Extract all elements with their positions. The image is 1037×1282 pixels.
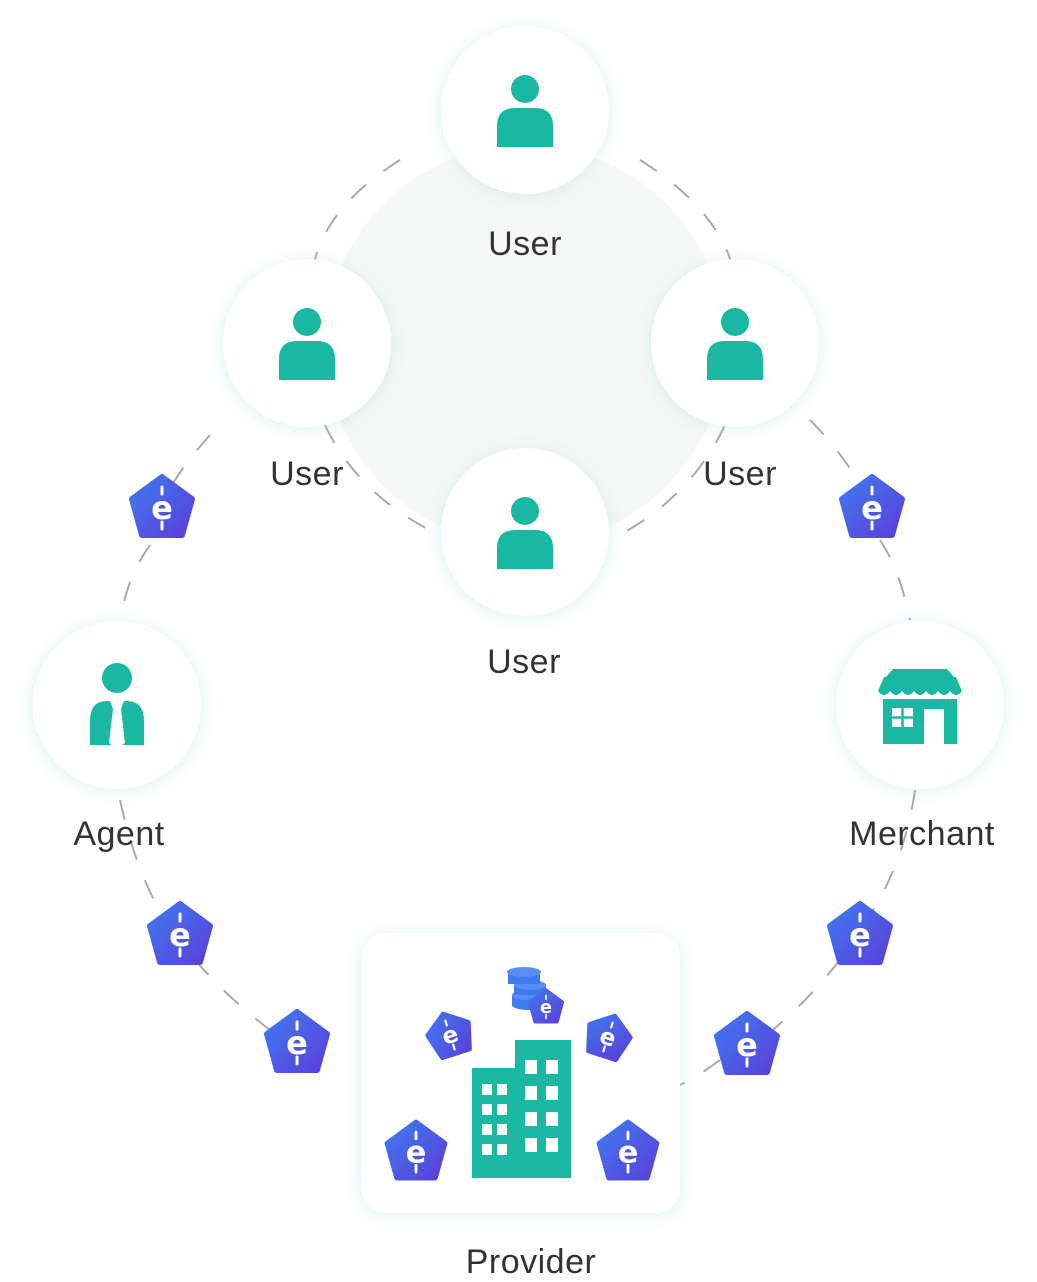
user-label-right: User <box>703 455 777 493</box>
coin-token-icon <box>267 1012 327 1070</box>
coin-stack-icon <box>507 967 565 1024</box>
user-hub-area <box>325 145 725 545</box>
provider-label: Provider <box>465 1243 597 1281</box>
coin-token-icon <box>132 477 192 535</box>
agent-icon <box>90 663 144 749</box>
building-icon <box>472 1040 571 1178</box>
user-label-bottom: User <box>487 643 561 681</box>
user-label-left: User <box>270 455 344 493</box>
user-label-top: User <box>488 225 562 263</box>
merchant-label: Merchant <box>849 815 995 853</box>
store-icon <box>878 669 962 744</box>
coin-token-icon <box>830 904 890 962</box>
coin-token-icon <box>150 904 210 962</box>
agent-label: Agent <box>73 815 165 853</box>
coin-token-icon <box>842 477 902 535</box>
coin-token-icon <box>717 1014 777 1072</box>
